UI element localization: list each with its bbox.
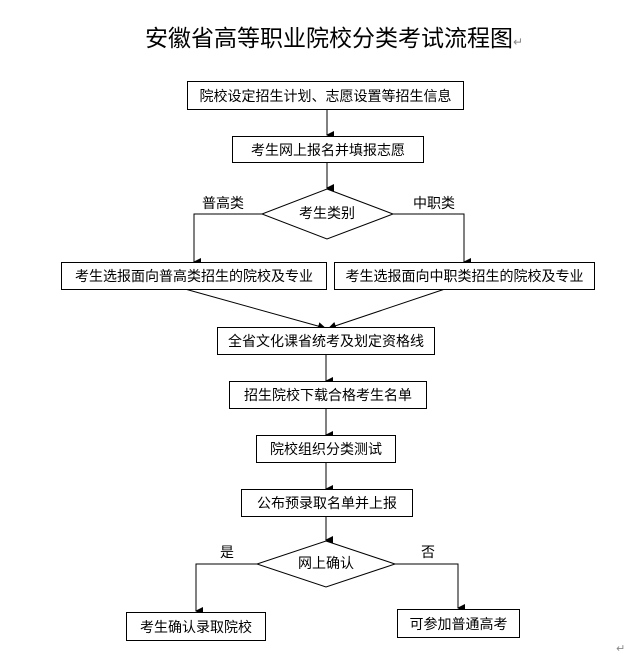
- step3-right-text: 考生选报面向中职类招生的院校及专业: [345, 269, 584, 285]
- step6-text: 院校组织分类测试: [270, 442, 382, 458]
- step5-box: 招生院校下载合格考生名单: [229, 381, 427, 409]
- arrow-right-step4: [328, 288, 446, 330]
- step7-box: 公布预录取名单并上报: [241, 489, 413, 517]
- branch-right-label: 中职类: [413, 196, 455, 212]
- end-no-text: 可参加普通高考: [409, 616, 508, 633]
- arrow-decision2-yes: [195, 563, 257, 615]
- paragraph-mark: ↵: [513, 35, 524, 49]
- no-label: 否: [421, 545, 435, 561]
- step1-text: 院校设定招生计划、志愿设置等招生信息: [199, 88, 452, 105]
- step3-left-box: 考生选报面向普高类招生的院校及专业: [61, 262, 327, 290]
- step1-box: 院校设定招生计划、志愿设置等招生信息: [187, 81, 464, 110]
- step6-box: 院校组织分类测试: [256, 435, 396, 463]
- end-no-box: 可参加普通高考: [397, 609, 520, 638]
- arrow-decision1-left: [193, 213, 262, 266]
- branch-left-label: 普高类: [202, 196, 244, 212]
- step4-text: 全省文化课省统考及划定资格线: [228, 334, 424, 350]
- arrow-left-step4: [184, 288, 326, 330]
- title-text: 安徽省高等职业院校分类考试流程图: [145, 26, 513, 52]
- paragraph-mark-end: ↵: [616, 642, 626, 655]
- decision1-diamond: [260, 188, 395, 240]
- decision2-text: 网上确认: [298, 556, 354, 572]
- step3-left-text: 考生选报面向普高类招生的院校及专业: [75, 269, 313, 285]
- yes-label: 是: [220, 545, 234, 561]
- step7-text: 公布预录取名单并上报: [257, 496, 397, 512]
- arrow-decision2-no: [395, 563, 465, 612]
- end-yes-box: 考生确认录取院校: [126, 612, 266, 641]
- flowchart-title: 安徽省高等职业院校分类考试流程图↵: [145, 22, 535, 56]
- step4-box: 全省文化课省统考及划定资格线: [217, 327, 435, 355]
- arrow-decision1-right: [393, 213, 471, 266]
- step5-text: 招生院校下载合格考生名单: [244, 388, 412, 404]
- decision1-text: 考生类别: [299, 206, 355, 222]
- decision2-diamond: [255, 540, 397, 588]
- step2-box: 考生网上报名并填报志愿: [232, 136, 424, 163]
- step2-text: 考生网上报名并填报志愿: [251, 142, 405, 159]
- step3-right-box: 考生选报面向中职类招生的院校及专业: [334, 262, 595, 290]
- end-yes-text: 考生确认录取院校: [140, 619, 252, 636]
